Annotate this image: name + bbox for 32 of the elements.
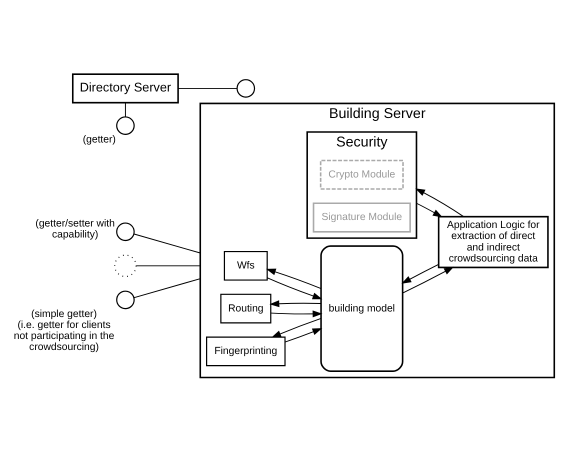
arrow — [416, 202, 443, 217]
node-circle — [116, 116, 135, 134]
node-label: (getter/setter with capability) — [35, 218, 115, 240]
arrow — [402, 266, 454, 294]
arrow — [284, 328, 322, 342]
node-circle — [116, 222, 135, 241]
node-box: Crypto Module — [320, 159, 404, 190]
node-circle — [116, 290, 135, 309]
node-label: (getter) — [82, 134, 116, 146]
node-circle — [236, 78, 256, 98]
node-socket — [114, 254, 137, 277]
node-box: Fingerprinting — [206, 336, 286, 366]
arrow — [266, 276, 322, 299]
arrow — [269, 300, 322, 307]
arrow — [270, 310, 322, 317]
node-box: Routing — [220, 293, 272, 323]
node-box: Directory Server — [72, 72, 179, 103]
connector — [134, 233, 201, 253]
connector — [134, 278, 201, 298]
arrow — [401, 263, 439, 284]
connector — [124, 102, 126, 117]
node-box: Application Logic for extraction of direct and indirect crowdsourcing data — [438, 215, 549, 268]
arrow — [415, 188, 464, 217]
arrow — [266, 268, 322, 288]
connector — [178, 87, 238, 88]
arrow — [271, 317, 322, 338]
node-box: Wfs — [224, 250, 268, 280]
node-box: Signature Module — [312, 202, 411, 232]
connector — [136, 264, 201, 266]
node-label: (i.e. getter for clients not participating in the crowdsourcing) — [14, 319, 114, 353]
node-box: building model — [320, 244, 404, 372]
node-label: (simple getter) — [31, 308, 97, 320]
